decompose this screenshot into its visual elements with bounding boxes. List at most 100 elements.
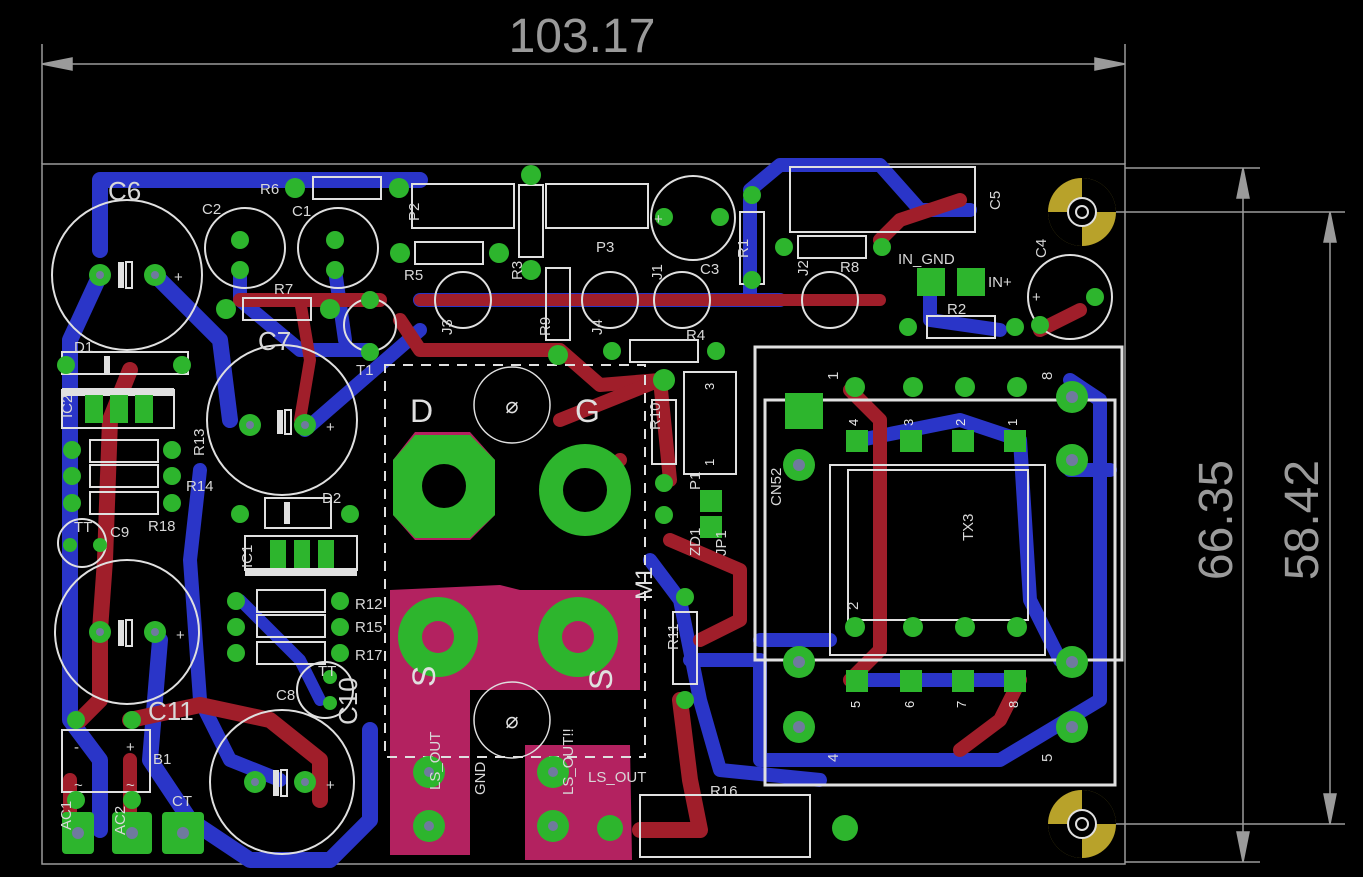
svg-text:6: 6 bbox=[902, 701, 917, 708]
label-gate: G bbox=[575, 393, 600, 429]
svg-text:+: + bbox=[326, 419, 335, 436]
label-r4: R4 bbox=[686, 327, 705, 344]
svg-text:⌀: ⌀ bbox=[505, 708, 518, 733]
label-r12: R12 bbox=[355, 596, 383, 613]
label-j3: J3 bbox=[439, 319, 456, 335]
label-tt2: TT bbox=[318, 663, 336, 680]
label-ic2: IC2 bbox=[59, 395, 76, 418]
svg-text:3: 3 bbox=[901, 419, 916, 426]
label-r16: R16 bbox=[710, 783, 738, 800]
label-c6: C6 bbox=[108, 176, 141, 206]
label-c9: C9 bbox=[110, 524, 129, 541]
capacitor-c2 bbox=[204, 207, 286, 289]
label-drain: D bbox=[410, 393, 433, 429]
label-ls-out-2: LS_OUT bbox=[588, 769, 646, 786]
label-ls-out-inv: LS_OUT!! bbox=[560, 728, 577, 795]
transformer-pins: 4 3 2 1 5 6 7 8 1 8 4 5 2 3 1 bbox=[702, 372, 1056, 762]
svg-text:~: ~ bbox=[74, 777, 83, 794]
label-source-2: S bbox=[583, 669, 619, 690]
svg-text:~: ~ bbox=[126, 777, 135, 794]
ic1-bar bbox=[245, 568, 357, 576]
label-ac2: AC2 bbox=[112, 806, 129, 835]
label-c10: C10 bbox=[333, 677, 363, 725]
svg-text:5: 5 bbox=[848, 701, 863, 708]
label-c11: C11 bbox=[148, 696, 194, 726]
label-p2: P2 bbox=[406, 203, 423, 221]
capacitor-c7 bbox=[206, 344, 358, 496]
label-source-1: S bbox=[406, 666, 442, 687]
label-r3: R3 bbox=[509, 261, 526, 280]
mosfet-outline bbox=[384, 364, 646, 758]
top-traces bbox=[63, 193, 1087, 838]
label-r15: R15 bbox=[355, 619, 383, 636]
label-zd1: ZD1 bbox=[687, 528, 704, 556]
label-c2: C2 bbox=[202, 201, 221, 218]
label-r17: R17 bbox=[355, 647, 383, 664]
label-cn52: CN52 bbox=[768, 468, 785, 506]
label-b1: B1 bbox=[153, 751, 171, 768]
svg-text:1: 1 bbox=[825, 372, 842, 380]
label-d2: D2 bbox=[322, 490, 341, 507]
svg-text:8: 8 bbox=[1039, 372, 1056, 380]
svg-text:4: 4 bbox=[825, 754, 842, 762]
jumper-j3-outline bbox=[434, 271, 492, 329]
svg-text:1: 1 bbox=[702, 459, 717, 466]
label-r6: R6 bbox=[260, 181, 279, 198]
label-c1: C1 bbox=[292, 203, 311, 220]
label-m1: M1 bbox=[631, 567, 658, 600]
label-in-plus: IN+ bbox=[988, 274, 1012, 291]
label-p1: P1 bbox=[687, 472, 704, 490]
svg-text:-: - bbox=[74, 739, 79, 756]
svg-text:4: 4 bbox=[846, 419, 861, 426]
label-jp1: JP1 bbox=[713, 530, 730, 556]
label-r13: R13 bbox=[191, 428, 208, 456]
dimension-height-outer: 66.35 bbox=[1190, 460, 1243, 580]
svg-text:+: + bbox=[1032, 289, 1041, 306]
label-r18: R18 bbox=[148, 518, 176, 535]
label-p3: P3 bbox=[596, 239, 614, 256]
svg-text:8: 8 bbox=[1006, 701, 1021, 708]
capacitor-c3-outline bbox=[650, 175, 736, 261]
jumper-j1-outline bbox=[653, 271, 711, 329]
label-d1: D1 bbox=[74, 339, 93, 356]
svg-text:2: 2 bbox=[953, 419, 968, 426]
capacitor-c9 bbox=[54, 559, 200, 705]
label-c8: C8 bbox=[276, 687, 295, 704]
mount-hole-bottom bbox=[473, 681, 551, 759]
capacitor-c4 bbox=[1027, 254, 1113, 340]
label-c3: C3 bbox=[700, 261, 719, 278]
capacitor-c6 bbox=[51, 199, 203, 351]
svg-text:⌀: ⌀ bbox=[505, 393, 518, 418]
board-outline bbox=[41, 163, 1126, 865]
label-ic1: IC1 bbox=[239, 545, 256, 568]
svg-text:1: 1 bbox=[1005, 419, 1020, 426]
label-r9: R9 bbox=[537, 317, 554, 336]
dimension-height-inner: 58.42 bbox=[1276, 460, 1329, 580]
label-r1: R1 bbox=[735, 239, 752, 258]
jumper-j2-outline bbox=[801, 271, 859, 329]
label-in-gnd: IN_GND bbox=[898, 251, 955, 268]
label-c4: C4 bbox=[1033, 239, 1050, 258]
capacitor-c10 bbox=[209, 709, 355, 855]
label-r7: R7 bbox=[274, 281, 293, 298]
label-c5: C5 bbox=[987, 191, 1004, 210]
dimension-width: 103.17 bbox=[509, 10, 656, 63]
label-j4: J4 bbox=[589, 319, 606, 335]
polarity-marks: + + + + + + - + ~ ~ bbox=[74, 211, 1041, 794]
mounting-holes bbox=[1048, 178, 1116, 858]
label-r10: R10 bbox=[647, 402, 664, 430]
pads bbox=[57, 165, 1104, 854]
silkscreen-labels: C6 C2 C1 R6 P2 P3 R5 R3 R9 R7 C7 T1 J3 J… bbox=[58, 176, 1050, 835]
label-ls-out: LS_OUT bbox=[427, 732, 444, 790]
label-r14: R14 bbox=[186, 478, 214, 495]
svg-text:+: + bbox=[326, 777, 335, 794]
capacitor-c1 bbox=[297, 207, 379, 289]
label-gnd: GND bbox=[472, 762, 489, 796]
svg-text:+: + bbox=[174, 269, 183, 286]
label-r11: R11 bbox=[665, 624, 682, 650]
label-r5: R5 bbox=[404, 267, 423, 284]
label-ct: CT bbox=[172, 793, 192, 810]
svg-text:+: + bbox=[654, 211, 663, 228]
